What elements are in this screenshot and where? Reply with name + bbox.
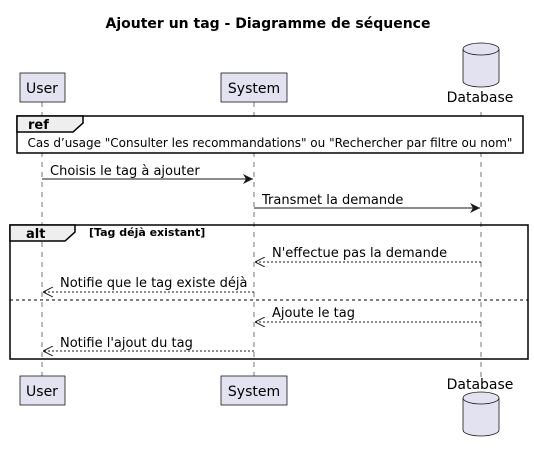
message-4: Notifie que le tag existe déjà	[43, 276, 254, 292]
participant-user-bottom[interactable]: User	[19, 375, 66, 406]
alt-tag: alt	[26, 227, 45, 242]
message-6: Notifie l'ajout du tag	[43, 336, 254, 351]
participant-database-label: Database	[447, 90, 514, 106]
ref-frame: ref Cas d’usage "Consulter les recommand…	[16, 115, 524, 154]
ref-text: Cas d’usage "Consulter les recommandatio…	[28, 136, 513, 150]
message-1: Choisis le tag à ajouter	[42, 164, 253, 184]
database-icon	[462, 42, 500, 88]
message-label: Choisis le tag à ajouter	[50, 164, 200, 179]
participant-user-label: User	[26, 81, 58, 97]
message-label: N'effectue pas la demande	[272, 246, 447, 261]
message-5: Ajoute le tag	[255, 306, 481, 322]
diagram-title: Ajouter un tag - Diagramme de séquence	[106, 16, 431, 32]
alt-guard: [Tag déjà existant]	[89, 226, 205, 239]
participant-database-label: Database	[447, 377, 514, 393]
participant-database-bottom[interactable]: Database	[447, 377, 514, 437]
message-label: Notifie l'ajout du tag	[60, 336, 193, 351]
participant-user-top[interactable]: User	[19, 72, 66, 103]
participant-system-bottom[interactable]: System	[220, 375, 288, 406]
message-label: Transmet la demande	[261, 193, 403, 208]
message-2: Transmet la demande	[254, 193, 480, 213]
message-3: N'effectue pas la demande	[255, 246, 481, 262]
participant-system-label: System	[228, 384, 280, 400]
participant-system-top[interactable]: System	[220, 72, 288, 103]
alt-frame: alt [Tag déjà existant]	[9, 224, 529, 360]
ref-tag: ref	[28, 118, 49, 133]
participant-system-label: System	[228, 81, 280, 97]
participant-user-label: User	[26, 384, 58, 400]
database-icon	[462, 391, 500, 437]
message-label: Notifie que le tag existe déjà	[60, 276, 247, 291]
participant-database-top[interactable]: Database	[447, 42, 514, 106]
message-label: Ajoute le tag	[272, 306, 355, 321]
